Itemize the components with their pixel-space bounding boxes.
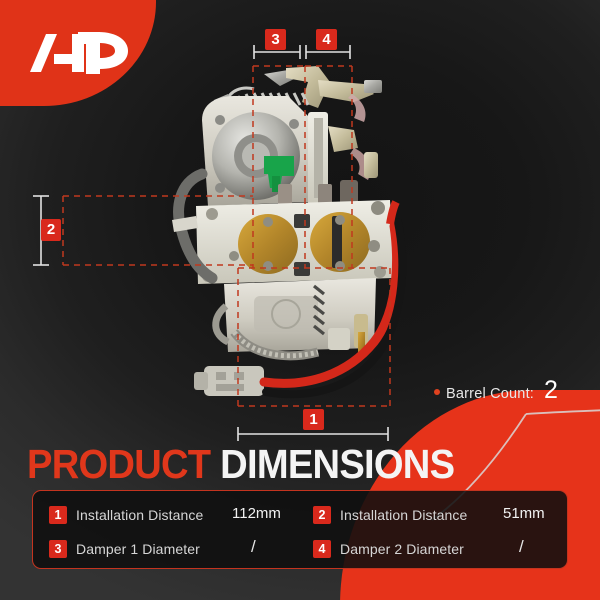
spec-label-4: Damper 2 Diameter bbox=[340, 541, 464, 557]
product-image bbox=[168, 56, 424, 412]
spec-badge-3: 3 bbox=[49, 540, 67, 558]
dimension-marker-4: 4 bbox=[316, 29, 337, 50]
spec-row-2: 2 Installation Distance bbox=[313, 502, 467, 528]
barrel-count: Barrel Count: 2 bbox=[434, 378, 558, 403]
spec-panel: 1 Installation Distance 112mm 2 Installa… bbox=[32, 490, 568, 569]
spec-row-3: 3 Damper 1 Diameter bbox=[49, 536, 200, 562]
spec-row-1: 1 Installation Distance bbox=[49, 502, 203, 528]
a-premium-logo-icon bbox=[30, 32, 128, 74]
title-part-dimensions: DIMENSIONS bbox=[220, 441, 455, 487]
spec-label-2: Installation Distance bbox=[340, 507, 468, 523]
page-title: PRODUCT DIMENSIONS bbox=[27, 441, 455, 487]
dimension-marker-3: 3 bbox=[265, 29, 286, 50]
spec-label-3: Damper 1 Diameter bbox=[76, 541, 200, 557]
spec-badge-1: 1 bbox=[49, 506, 67, 524]
spec-row-4: 4 Damper 2 Diameter bbox=[313, 536, 464, 562]
dimension-marker-2: 2 bbox=[41, 219, 61, 241]
barrel-count-value: 2 bbox=[544, 376, 559, 404]
spec-value-4: / bbox=[519, 537, 524, 556]
bullet-icon bbox=[434, 389, 440, 395]
dimension-marker-1: 1 bbox=[303, 409, 324, 430]
spec-label-1: Installation Distance bbox=[76, 507, 204, 523]
spec-value-3: / bbox=[251, 537, 256, 556]
title-part-product: PRODUCT bbox=[27, 441, 211, 487]
spec-value-2: 51mm bbox=[503, 505, 545, 522]
spec-badge-4: 4 bbox=[313, 540, 331, 558]
barrel-count-label: Barrel Count: bbox=[446, 386, 535, 402]
brand-logo-banner bbox=[0, 0, 156, 106]
spec-badge-2: 2 bbox=[313, 506, 331, 524]
spec-value-1: 112mm bbox=[232, 505, 281, 522]
